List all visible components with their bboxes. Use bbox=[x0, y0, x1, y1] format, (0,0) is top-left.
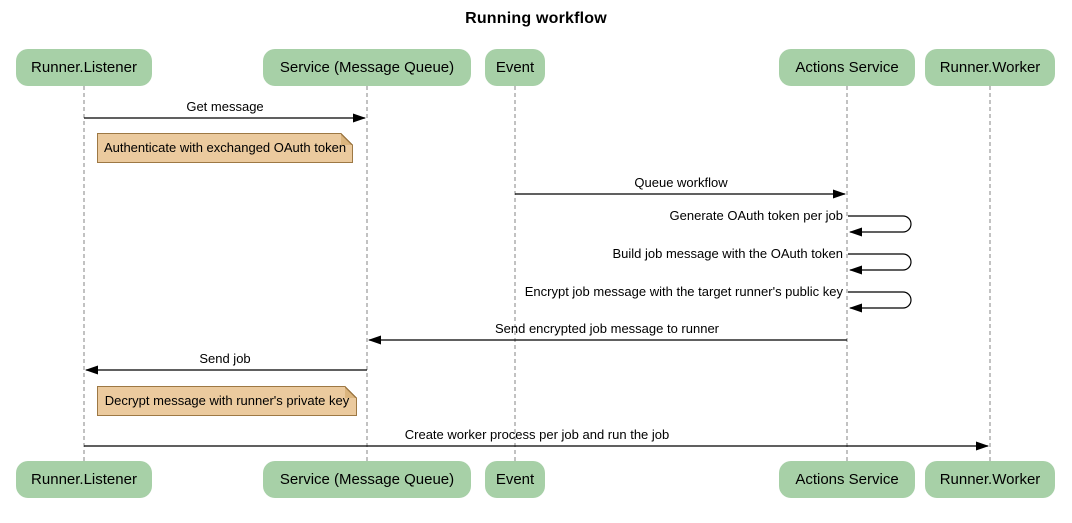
participant-bottom-runner-listener: Runner.Listener bbox=[16, 461, 152, 498]
message-label-generate-oauth-token: Generate OAuth token per job bbox=[669, 208, 843, 223]
note-authenticate-oauth: Authenticate with exchanged OAuth token bbox=[97, 133, 353, 163]
message-label-send-job: Send job bbox=[199, 351, 251, 366]
self-loop-generate-oauth-token bbox=[848, 215, 912, 237]
self-loop-build-job-message bbox=[848, 253, 912, 275]
message-label-encrypt-job-message: Encrypt job message with the target runn… bbox=[524, 284, 843, 299]
note-fold-corner-icon bbox=[341, 133, 353, 145]
participant-bottom-actions-service: Actions Service bbox=[779, 461, 915, 498]
participant-top-event: Event bbox=[485, 49, 545, 86]
note-decrypt-private-key: Decrypt message with runner's private ke… bbox=[97, 386, 357, 416]
participant-bottom-runner-worker: Runner.Worker bbox=[925, 461, 1055, 498]
message-label-get-message: Get message bbox=[186, 99, 264, 114]
participant-top-service-message-queue: Service (Message Queue) bbox=[263, 49, 471, 86]
message-label-queue-workflow: Queue workflow bbox=[634, 175, 728, 190]
note-fold-corner-icon bbox=[345, 386, 357, 398]
diagram-title: Running workflow bbox=[465, 10, 607, 27]
participant-top-actions-service: Actions Service bbox=[779, 49, 915, 86]
message-label-build-job-message: Build job message with the OAuth token bbox=[612, 246, 843, 261]
participant-top-runner-worker: Runner.Worker bbox=[925, 49, 1055, 86]
note-text: Authenticate with exchanged OAuth token bbox=[103, 140, 347, 155]
self-loop-encrypt-job-message bbox=[848, 291, 912, 313]
participant-top-runner-listener: Runner.Listener bbox=[16, 49, 152, 86]
message-label-send-encrypted-job: Send encrypted job message to runner bbox=[494, 321, 720, 336]
participant-bottom-service-message-queue: Service (Message Queue) bbox=[263, 461, 471, 498]
message-label-create-worker-process: Create worker process per job and run th… bbox=[404, 427, 670, 442]
participant-bottom-event: Event bbox=[485, 461, 545, 498]
note-text: Decrypt message with runner's private ke… bbox=[104, 393, 350, 408]
